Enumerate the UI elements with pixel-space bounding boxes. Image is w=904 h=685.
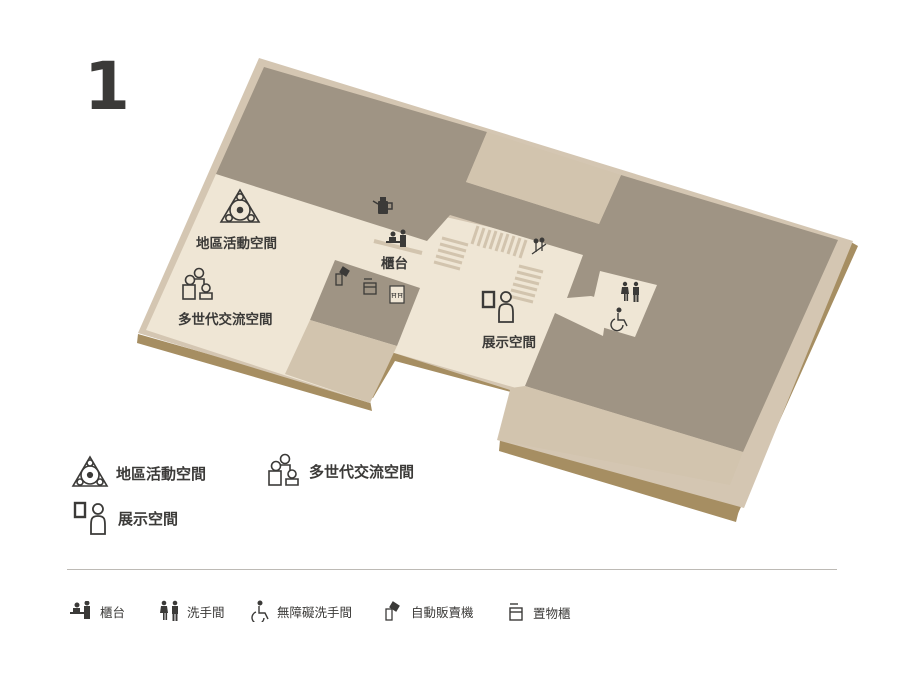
legend-label: 櫃台 xyxy=(100,604,126,620)
legend-exhibition-space: 展示空間 xyxy=(72,500,178,536)
room-middle xyxy=(310,260,420,346)
multigenerational-family-icon xyxy=(182,267,213,300)
room-bottom-right xyxy=(498,386,743,485)
legend-label: 洗手間 xyxy=(187,604,225,620)
coffee-pot-icon xyxy=(372,197,393,214)
escalator-person-icon xyxy=(531,237,547,255)
map-label-exhibition-space: 展示空間 xyxy=(482,334,536,351)
wall-shadow-lower xyxy=(137,334,372,411)
legend-divider xyxy=(67,569,837,570)
vending-machine-icon xyxy=(385,601,400,621)
legend-multigen-space: 多世代交流空間 xyxy=(265,452,414,490)
restroom-icon xyxy=(621,281,639,302)
legend-label: 自動販賣機 xyxy=(411,604,474,620)
elevator-icon: ĦĦ xyxy=(389,285,405,304)
stairs-left xyxy=(433,236,469,271)
wheelchair-icon xyxy=(251,600,269,622)
exhibition-display-icon xyxy=(481,290,514,323)
legend-counter: 櫃台 xyxy=(70,601,125,621)
legend-locker: 置物櫃 xyxy=(507,601,571,623)
room-top-middle xyxy=(466,132,621,224)
community-circle-icon xyxy=(71,455,109,487)
locker-icon xyxy=(363,278,377,295)
legend-label: 無障礙洗手間 xyxy=(277,604,353,620)
counter-desk xyxy=(373,239,423,255)
legend-label: 地區活動空間 xyxy=(116,464,207,483)
legend-label: 置物櫃 xyxy=(533,605,571,621)
restroom-area xyxy=(588,271,657,337)
floor-number: 1 xyxy=(84,48,130,125)
stairs-upper xyxy=(470,225,528,259)
legend-accessible-restroom: 無障礙洗手間 xyxy=(251,600,352,622)
vending-machine-icon xyxy=(335,266,350,286)
map-label-counter: 櫃台 xyxy=(381,255,408,272)
wall-shadow-right xyxy=(499,440,740,522)
map-label-community-space: 地區活動空間 xyxy=(196,235,277,252)
counter-staff-icon xyxy=(70,601,90,619)
map-label-multigen-space: 多世代交流空間 xyxy=(178,311,273,328)
room-top-left xyxy=(216,67,838,452)
locker-icon xyxy=(509,603,523,621)
legend-label: 展示空間 xyxy=(118,509,179,528)
legend-restroom: 洗手間 xyxy=(157,600,225,622)
multigenerational-family-icon xyxy=(268,453,299,486)
svg-text:ĦĦ: ĦĦ xyxy=(391,292,404,300)
wheelchair-icon xyxy=(610,307,628,332)
exhibition-display-icon xyxy=(73,501,106,535)
counter-staff-icon xyxy=(386,229,406,247)
stairs-right xyxy=(508,264,544,304)
legend-vending-machine: 自動販賣機 xyxy=(383,600,474,622)
legend-label: 多世代交流空間 xyxy=(309,462,415,481)
legend-community-space: 地區活動空間 xyxy=(70,455,206,491)
community-circle-icon xyxy=(219,188,261,223)
restroom-icon xyxy=(160,600,178,621)
room-lower-left xyxy=(285,320,397,403)
